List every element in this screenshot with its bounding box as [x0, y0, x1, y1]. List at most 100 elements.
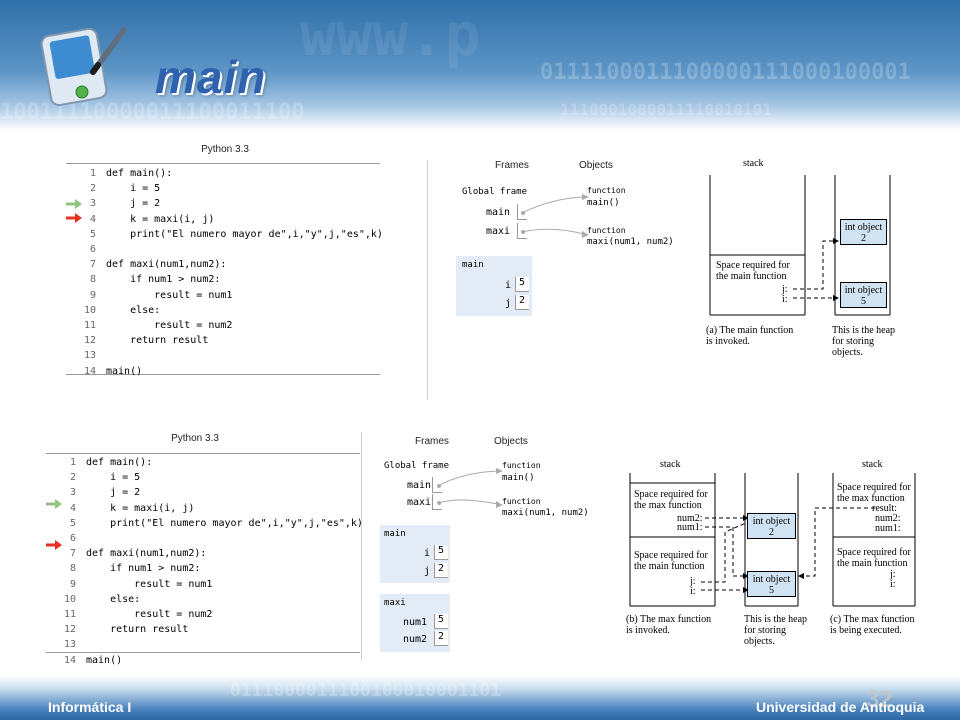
stack-var-num1: num1: [677, 522, 703, 533]
global-frame-label: Global frame [462, 187, 528, 197]
line-number: 13 [63, 639, 76, 651]
line-number: 13 [83, 350, 96, 362]
caption-heap: This is the heap for storing objects. [744, 614, 808, 647]
int-object-5: int object 5 [840, 282, 887, 308]
stack-space-main-label: Space required for the main function [634, 550, 708, 572]
line-number: 9 [89, 289, 96, 301]
stack-var-j: j: [782, 284, 788, 295]
code-line: def main(): [106, 168, 173, 179]
stack-var-num2: num2: [875, 513, 901, 524]
line-number: 6 [69, 533, 76, 544]
pointer-arrows [521, 194, 589, 238]
slide-title: main [155, 51, 267, 103]
previous-line-arrow-icon [66, 199, 82, 209]
stack-var-result: result: [872, 503, 897, 514]
pointer-cell [432, 477, 442, 493]
code-line: i = 5 [106, 183, 161, 195]
pda-icon [40, 27, 127, 107]
main-frame-label: main [462, 260, 484, 270]
function-kind-label: function [502, 497, 541, 506]
line-number: 5 [89, 228, 96, 240]
binary-watermark: 1110001000011110010101 [560, 100, 772, 119]
code-line: j = 2 [86, 487, 141, 499]
stack-space-main-label: Space required for the main function [837, 547, 911, 569]
code-bottom-rule [46, 652, 360, 653]
code-line: main() [86, 654, 123, 666]
line-number: 2 [69, 472, 76, 484]
maxi-frame-label: maxi [384, 598, 406, 608]
stack-var-j: j: [690, 576, 696, 587]
stack-space-max-label: Space required for the max function [837, 482, 911, 504]
caption-heap: This is the heap for storing objects. [832, 325, 896, 358]
binary-watermark: 0111000011100100010001101 [230, 680, 501, 701]
line-number: 10 [63, 593, 76, 605]
code-line: if num1 > num2: [86, 563, 201, 575]
line-number: 8 [69, 563, 76, 575]
frame-var-name: j [505, 298, 512, 309]
line-number: 1 [69, 457, 76, 468]
frame-var-name: num1 [403, 617, 428, 628]
line-number: 6 [89, 244, 96, 255]
frame-var-value: 2 [515, 295, 529, 310]
footer-course-label: Informática I [48, 699, 132, 715]
code-line: print("El numero mayor de",i,"y",j,"es",… [86, 517, 363, 529]
binary-watermark: 10011110000011100011100 [0, 100, 305, 125]
code-line: result = num2 [86, 609, 213, 620]
line-number: 11 [83, 320, 96, 331]
line-number: 14 [63, 654, 76, 666]
frame-var-value: 2 [434, 563, 448, 578]
frames-header: Frames [495, 160, 529, 171]
code-top-rule [66, 163, 380, 164]
line-number: 2 [89, 183, 96, 195]
code-top-rule [46, 453, 360, 454]
int-object-2: int object 2 [840, 219, 887, 245]
global-var-main: main [486, 207, 511, 218]
stack-heap-diagram [709, 175, 891, 316]
stack-heap-diagram [629, 473, 916, 607]
line-number: 4 [89, 213, 96, 225]
line-number: 3 [69, 487, 76, 499]
frame-var-name: j [424, 566, 431, 577]
previous-line-arrow-icon [46, 499, 62, 509]
code-line: result = num1 [106, 289, 233, 301]
global-var-main: main [407, 480, 432, 491]
line-number: 11 [63, 609, 76, 620]
line-number: 4 [69, 502, 76, 514]
code-line: k = maxi(i, j) [106, 213, 215, 225]
frame-var-value: 5 [434, 545, 448, 560]
caption-c: (c) The max function is being executed. [830, 614, 915, 636]
function-kind-label: function [587, 226, 626, 235]
function-object-maxi: maxi(num1, num2) [502, 508, 589, 518]
line-number: 7 [89, 259, 96, 271]
code-line: k = maxi(i, j) [86, 502, 195, 514]
frame-var-value: 5 [515, 277, 529, 292]
stack-var-i: i: [890, 579, 896, 590]
code-bottom-rule [66, 374, 380, 375]
binary-watermark: www.p [300, 0, 481, 70]
divider [361, 432, 362, 660]
caption-a: (a) The main function is invoked. [706, 325, 794, 347]
binary-watermark: 0111100011100000111000100001 [540, 60, 911, 85]
current-line-arrow-icon [66, 213, 82, 223]
line-number: 8 [89, 274, 96, 286]
code-line: else: [86, 593, 141, 605]
stack-var-num2: num2: [677, 513, 703, 524]
function-object-maxi: maxi(num1, num2) [587, 237, 674, 247]
global-var-maxi: maxi [486, 226, 511, 237]
stack-var-j: j: [890, 569, 896, 580]
objects-header: Objects [494, 436, 528, 447]
code-line: def maxi(num1,num2): [86, 548, 207, 560]
line-number: 14 [83, 365, 96, 377]
frame-var-name: i [505, 280, 512, 291]
code-line: return result [86, 624, 189, 636]
int-object-2: int object 2 [747, 513, 796, 539]
code-line: i = 5 [86, 472, 141, 484]
function-kind-label: function [587, 186, 626, 195]
frames-header: Frames [415, 436, 449, 447]
stack-title: stack [743, 158, 764, 169]
frame-var-name: num2 [403, 634, 428, 645]
int-object-5: int object 5 [747, 571, 796, 597]
code-line: else: [106, 304, 161, 316]
divider [427, 160, 428, 400]
code-line: if num1 > num2: [106, 274, 221, 286]
